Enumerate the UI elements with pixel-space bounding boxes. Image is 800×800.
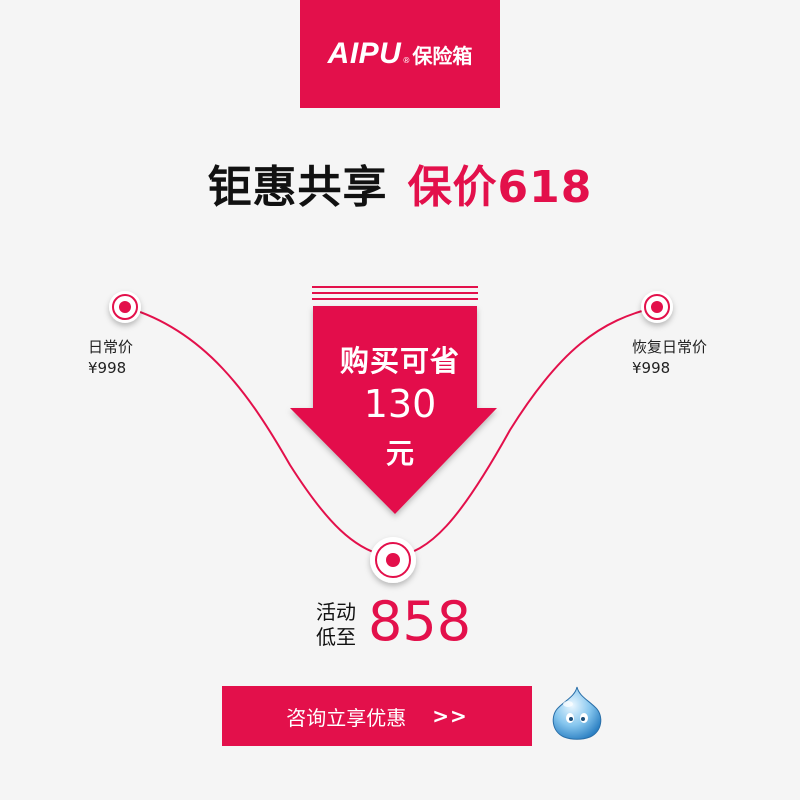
left-price-value: ¥998	[88, 359, 127, 377]
down-arrow-shape	[290, 306, 497, 514]
title-dark-text: 钜惠共享	[207, 162, 388, 213]
arrow-save-unit: 元	[385, 437, 414, 470]
water-drop-mascot-icon[interactable]	[548, 684, 606, 742]
promo-label: 活动 低至	[316, 600, 366, 650]
logo-product-text: 保险箱	[412, 43, 473, 68]
left-point-marker	[109, 291, 141, 323]
left-price-label: 日常价 ¥998	[88, 337, 133, 379]
right-label-text: 恢复日常价	[632, 338, 708, 356]
arrow-top-lines	[312, 286, 478, 300]
promo-price: 858	[368, 590, 472, 653]
logo-registered-mark: ®	[402, 55, 411, 65]
promo-label-top: 活动	[316, 600, 356, 624]
arrow-save-label: 购买可省	[339, 344, 460, 378]
double-chevron-icon: >>	[432, 704, 468, 728]
right-price-value: ¥998	[632, 359, 671, 377]
left-label-text: 日常价	[88, 338, 134, 356]
right-price-label: 恢复日常价 ¥998	[632, 337, 707, 379]
right-point-marker	[641, 291, 673, 323]
promo-label-bottom: 低至	[316, 625, 356, 649]
consult-button-label: 咨询立享优惠	[286, 705, 407, 730]
consult-button[interactable]: 咨询立享优惠 >>	[222, 686, 532, 746]
brand-logo: AIPU ® 保险箱	[300, 0, 500, 108]
page-title: 钜惠共享保价618	[0, 160, 800, 216]
bottom-point-marker	[370, 537, 416, 583]
title-accent-text: 保价618	[407, 162, 593, 213]
logo-brand-text: AIPU	[327, 37, 402, 70]
arrow-save-amount: 130	[363, 382, 437, 426]
